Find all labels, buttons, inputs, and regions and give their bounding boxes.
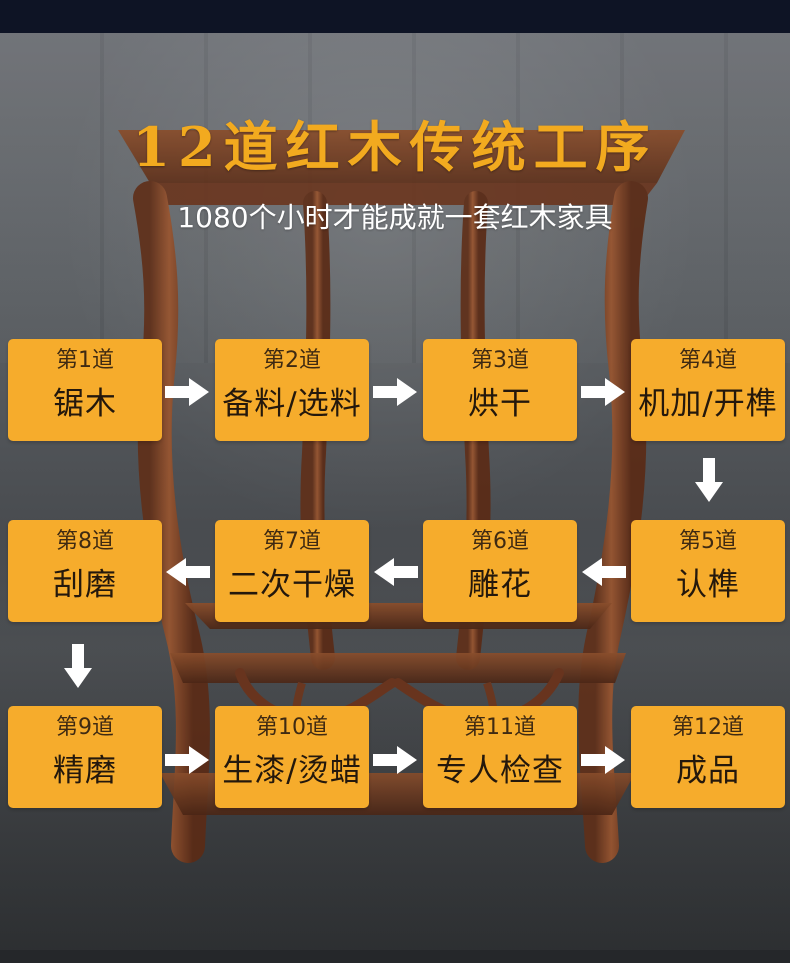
step-name: 雕花 — [423, 568, 577, 602]
arrow-left-icon — [166, 556, 210, 588]
step-card-9: 第9道 精磨 — [8, 706, 162, 808]
step-card-12: 第12道 成品 — [631, 706, 785, 808]
step-number: 第8道 — [8, 530, 162, 554]
arrow-down-icon — [693, 458, 725, 502]
arrow-left-icon — [582, 556, 626, 588]
step-name: 备料/选料 — [215, 387, 369, 421]
step-number: 第4道 — [631, 349, 785, 373]
step-number: 第12道 — [631, 716, 785, 740]
arrow-down-icon — [62, 644, 94, 688]
arrow-right-icon — [373, 376, 417, 408]
top-bar — [0, 0, 790, 33]
bottom-bar — [0, 950, 790, 963]
step-name: 二次干燥 — [215, 568, 369, 602]
step-name: 专人检查 — [423, 754, 577, 788]
arrow-right-icon — [581, 744, 625, 776]
page-subtitle: 1080个小时才能成就一套红木家具 — [0, 204, 790, 232]
step-name: 烘干 — [423, 387, 577, 421]
arrow-right-icon — [373, 744, 417, 776]
step-number: 第2道 — [215, 349, 369, 373]
step-card-4: 第4道 机加/开榫 — [631, 339, 785, 441]
step-name: 刮磨 — [8, 568, 162, 602]
arrow-right-icon — [165, 376, 209, 408]
step-card-3: 第3道 烘干 — [423, 339, 577, 441]
step-name: 机加/开榫 — [631, 387, 785, 421]
step-card-8: 第8道 刮磨 — [8, 520, 162, 622]
title-area: 12道红木传统工序 — [0, 120, 790, 174]
step-card-11: 第11道 专人检查 — [423, 706, 577, 808]
step-number: 第3道 — [423, 349, 577, 373]
step-number: 第11道 — [423, 716, 577, 740]
step-number: 第10道 — [215, 716, 369, 740]
step-name: 精磨 — [8, 754, 162, 788]
step-number: 第5道 — [631, 530, 785, 554]
arrow-right-icon — [165, 744, 209, 776]
step-card-1: 第1道 锯木 — [8, 339, 162, 441]
step-number: 第1道 — [8, 349, 162, 373]
arrow-right-icon — [581, 376, 625, 408]
step-name: 生漆/烫蜡 — [215, 754, 369, 788]
step-card-5: 第5道 认榫 — [631, 520, 785, 622]
arrow-left-icon — [374, 556, 418, 588]
page-title: 12道红木传统工序 — [132, 120, 657, 174]
step-name: 成品 — [631, 754, 785, 788]
step-number: 第6道 — [423, 530, 577, 554]
step-name: 锯木 — [8, 387, 162, 421]
step-card-2: 第2道 备料/选料 — [215, 339, 369, 441]
step-card-7: 第7道 二次干燥 — [215, 520, 369, 622]
step-name: 认榫 — [631, 568, 785, 602]
step-card-10: 第10道 生漆/烫蜡 — [215, 706, 369, 808]
step-card-6: 第6道 雕花 — [423, 520, 577, 622]
step-number: 第9道 — [8, 716, 162, 740]
step-number: 第7道 — [215, 530, 369, 554]
